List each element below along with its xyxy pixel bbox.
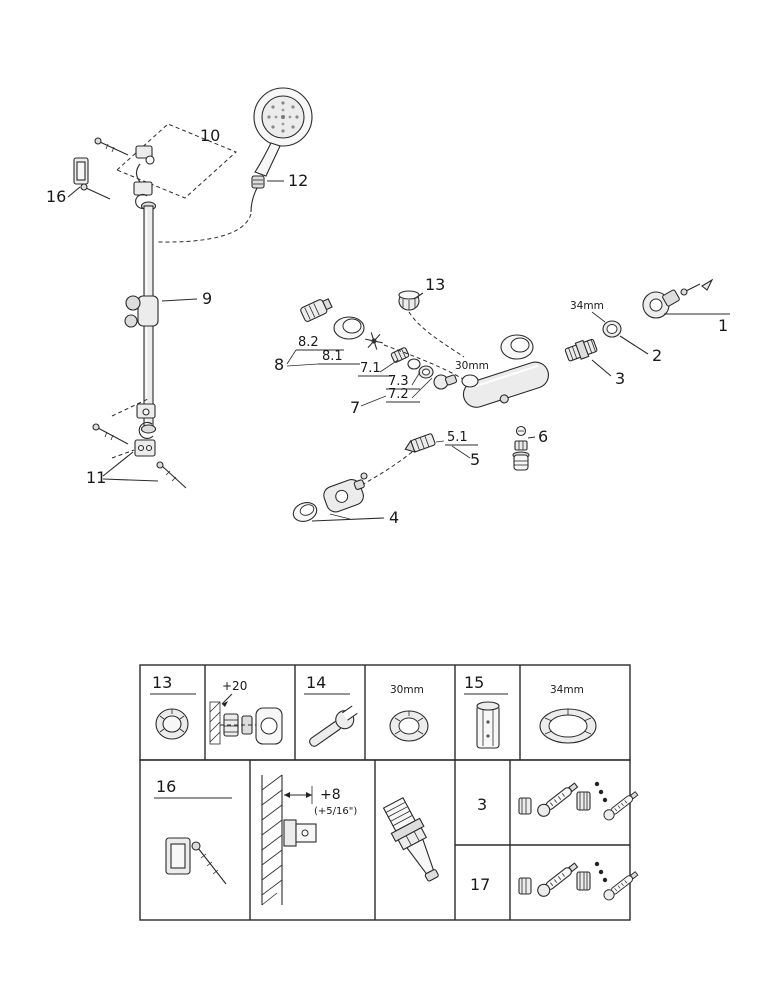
callout-7-2: 7.2 xyxy=(388,387,409,402)
hand-shower xyxy=(157,87,313,243)
callout-8-2: 8.2 xyxy=(298,335,319,350)
table-dim-30mm: 30mm xyxy=(390,684,424,696)
table-cell-15 xyxy=(464,693,508,749)
callout-7-3: 7.3 xyxy=(388,374,409,389)
top-bracket-assembly xyxy=(94,123,237,210)
table-label-13: 13 xyxy=(152,673,172,692)
table-dim-plus8-sub: (+5/16") xyxy=(314,806,357,817)
table-dim-34mm: 34mm xyxy=(550,684,584,696)
check-valve-5 xyxy=(359,433,478,487)
part-3-nipple xyxy=(564,338,612,377)
callout-3: 3 xyxy=(615,369,625,388)
thermo-kit-row-17 xyxy=(519,860,640,902)
callout-11: 11 xyxy=(86,468,106,487)
table-dim-plus20: +20 xyxy=(222,679,247,693)
part-1-wall-union xyxy=(642,278,730,319)
table-row-label-3: 3 xyxy=(477,795,487,814)
dim-30mm: 30mm xyxy=(455,360,489,372)
table-dim-plus8: +8 xyxy=(320,787,341,803)
table-cell-wall-mount xyxy=(261,774,317,906)
handle-4 xyxy=(292,472,385,522)
table-label-15: 15 xyxy=(464,673,484,692)
parts-6-group xyxy=(512,425,536,471)
callout-12-group: 12 xyxy=(267,171,308,190)
callout-16: 16 xyxy=(46,187,66,206)
shower-hose xyxy=(250,187,258,213)
callout-7: 7 xyxy=(350,398,360,417)
table-cell-valve xyxy=(382,797,439,882)
bottom-bracket-assembly xyxy=(92,397,187,489)
callout-5: 5 xyxy=(470,450,480,469)
callout-7-1: 7.1 xyxy=(360,361,381,376)
rail-slider xyxy=(124,295,198,328)
callout-12: 12 xyxy=(288,171,308,190)
callout-2: 2 xyxy=(652,346,662,365)
thermo-kit-row-3 xyxy=(519,780,640,822)
table-cell-ring-34 xyxy=(539,708,597,744)
table-label-14: 14 xyxy=(306,673,326,692)
callout-8: 8 xyxy=(274,355,284,374)
part-2-ring xyxy=(591,311,649,355)
wall-plate-16 xyxy=(67,157,111,200)
hose-dashed-link xyxy=(157,213,252,243)
table-cell-wrench-14 xyxy=(304,693,358,747)
callout-5-1: 5.1 xyxy=(447,430,468,445)
table-row-label-17: 17 xyxy=(470,875,490,894)
escutcheon-8-group xyxy=(286,298,383,367)
callout-10: 10 xyxy=(200,126,220,145)
callout-6: 6 xyxy=(538,427,548,446)
callout-1: 1 xyxy=(718,316,728,335)
callout-8-1: 8.1 xyxy=(322,349,343,364)
part-13-cap xyxy=(398,290,465,358)
table-label-16: 16 xyxy=(156,777,176,796)
callout-9: 9 xyxy=(202,289,212,308)
mixer-body xyxy=(383,334,549,408)
table-cell-extension-20 xyxy=(209,693,283,745)
cartridge-star xyxy=(365,332,383,350)
hose-connector xyxy=(251,175,265,189)
table-cell-16 xyxy=(154,797,232,885)
callout-13: 13 xyxy=(425,275,445,294)
table-cell-13 xyxy=(150,693,196,740)
callout-4: 4 xyxy=(389,508,399,527)
table-cell-nut-30 xyxy=(389,710,429,742)
spares-table xyxy=(139,664,631,921)
dim-34mm: 34mm xyxy=(570,300,604,312)
